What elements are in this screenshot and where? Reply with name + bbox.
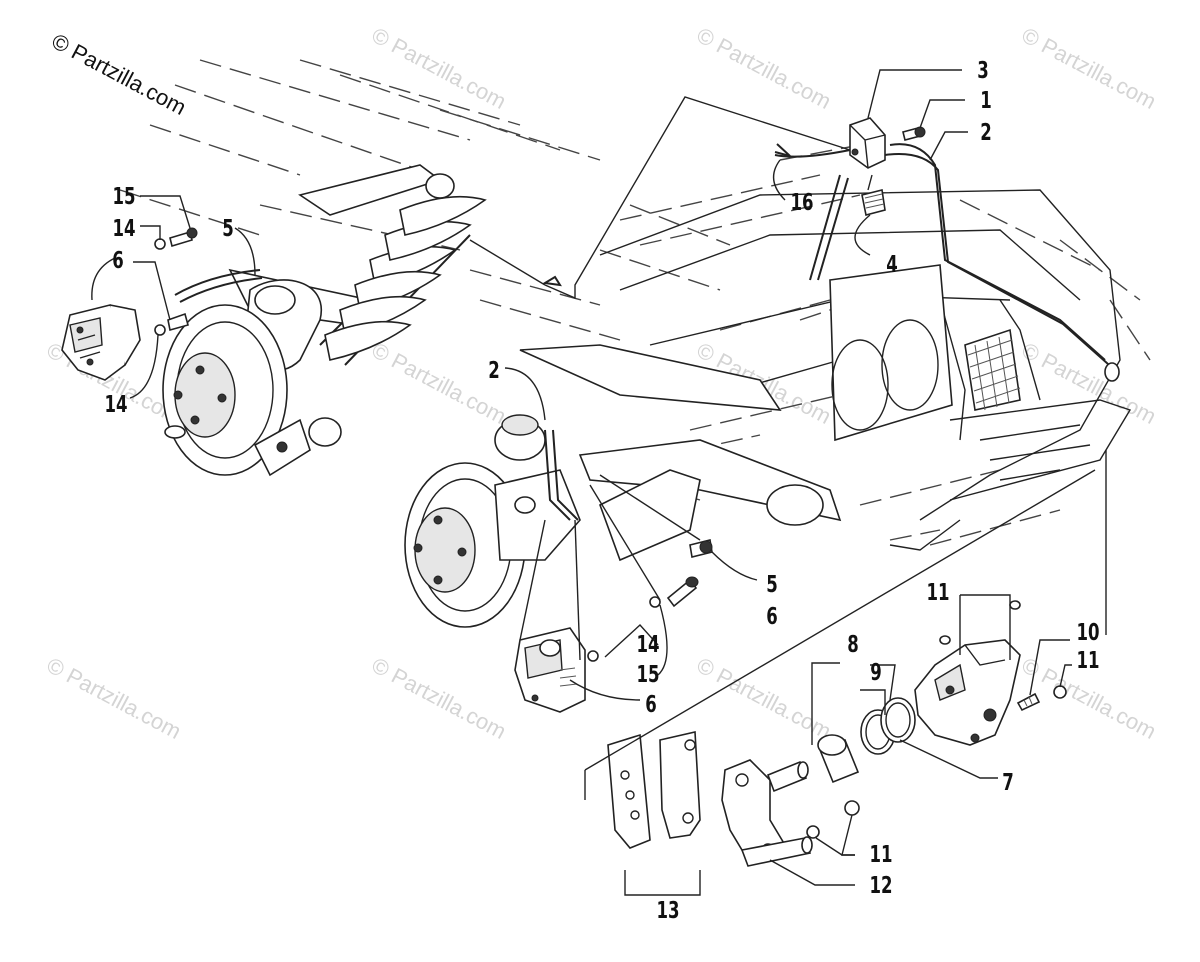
brake-pads-13 xyxy=(607,731,701,849)
callout-6: 6 xyxy=(645,690,657,718)
piston-8 xyxy=(817,734,860,784)
callout-14: 14 xyxy=(104,390,127,418)
callout-6: 6 xyxy=(112,246,124,274)
callout-11: 11 xyxy=(1076,646,1099,674)
callout-6: 6 xyxy=(766,602,778,630)
left-brake-caliper xyxy=(61,304,141,381)
caliper-housing-7 xyxy=(914,639,1021,746)
callout-2: 2 xyxy=(980,118,992,146)
bleeder-screw-10 xyxy=(1016,692,1041,712)
callout-3: 3 xyxy=(977,56,989,84)
callout-10: 10 xyxy=(1076,618,1099,646)
right-bolt-15 xyxy=(666,576,699,608)
right-washer-14b xyxy=(649,596,661,608)
callout-13: 13 xyxy=(656,896,679,924)
right-hub-assembly xyxy=(404,344,842,628)
callout-12: 12 xyxy=(869,871,892,899)
callout-11: 11 xyxy=(926,578,949,606)
left-washer-14b xyxy=(154,324,166,336)
left-bolt-lower xyxy=(167,312,189,332)
callout-5: 5 xyxy=(222,214,234,242)
brake-junction-block xyxy=(849,117,886,169)
coil-spring xyxy=(308,173,487,447)
right-bolt-5 xyxy=(689,539,713,558)
vehicle-frame-background xyxy=(119,59,1151,551)
callout-15: 15 xyxy=(636,660,659,688)
callout-15: 15 xyxy=(112,182,135,210)
callout-1: 1 xyxy=(980,86,992,114)
o-ring-11-right xyxy=(1053,685,1067,699)
caliper-bracket-12 xyxy=(721,759,813,867)
right-brake-caliper xyxy=(514,627,586,713)
partzilla-watermark: © Partzilla.com xyxy=(1018,22,1161,114)
callout-labels: 3 1 2 16 4 15 14 5 6 14 2 5 6 14 15 6 11… xyxy=(104,56,1099,924)
callout-5: 5 xyxy=(766,570,778,598)
partzilla-watermark: © Partzilla.com xyxy=(368,22,511,114)
callout-2: 2 xyxy=(488,356,500,384)
callout-8: 8 xyxy=(847,630,859,658)
seals-9 xyxy=(860,697,916,755)
callout-7: 7 xyxy=(1002,768,1014,796)
leader-lines xyxy=(91,69,1107,896)
o-ring-11-lower xyxy=(806,800,860,839)
left-washer-14 xyxy=(154,238,166,250)
partzilla-watermark: © Partzilla.com xyxy=(693,22,836,114)
partzilla-watermark: © Partzilla.com xyxy=(43,652,186,744)
callout-14: 14 xyxy=(112,214,135,242)
o-ring-11-top xyxy=(939,600,1021,645)
left-bolt-15 xyxy=(169,227,198,248)
partzilla-watermark: © Partzilla.com xyxy=(693,652,836,744)
bolt-part-1 xyxy=(902,126,926,141)
callout-14: 14 xyxy=(636,630,659,658)
partzilla-watermark: © Partzilla.com xyxy=(368,652,511,744)
callout-9: 9 xyxy=(870,658,882,686)
brake-lines xyxy=(174,143,1120,521)
callout-4: 4 xyxy=(886,250,898,278)
partzilla-watermark-main: © Partzilla.com xyxy=(48,28,191,120)
callout-11: 11 xyxy=(869,840,892,868)
fitting-part-4 xyxy=(861,174,886,216)
right-washer-14 xyxy=(587,650,599,662)
left-hub-assembly xyxy=(162,164,487,477)
callout-16: 16 xyxy=(790,188,813,216)
